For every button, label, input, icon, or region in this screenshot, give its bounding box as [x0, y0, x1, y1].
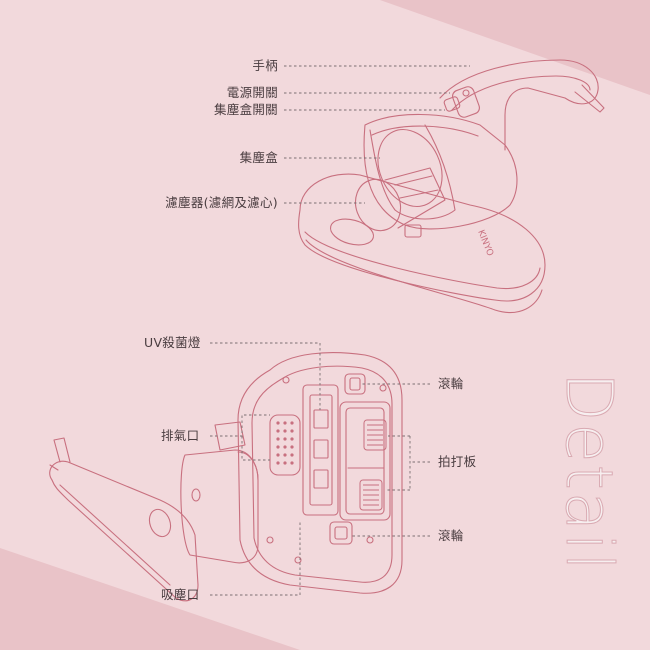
brand-logo-top: KINYO [475, 229, 495, 258]
label-exhaust: 排氣口 [161, 428, 200, 443]
bottom-left-band [0, 548, 300, 650]
top-right-band [380, 0, 650, 95]
label-beater-plate: 拍打板 [438, 454, 477, 469]
label-power-switch: 電源開關 [226, 85, 278, 100]
leader-lines [210, 65, 470, 596]
label-roller-top: 滾輪 [438, 376, 464, 391]
vacuum-bottom-view [49, 352, 403, 602]
label-roller-bottom: 滾輪 [438, 528, 464, 543]
detail-watermark: Detail [551, 372, 626, 574]
label-dust-box-switch: 集塵盒開關 [213, 102, 278, 117]
label-suction-inlet: 吸塵口 [161, 587, 200, 602]
label-uv-lamp: UV殺菌燈 [144, 335, 201, 350]
vacuum-top-view [298, 59, 605, 314]
label-filter: 濾塵器(濾網及濾心) [165, 195, 278, 210]
label-dust-box: 集塵盒 [239, 150, 278, 165]
exhaust-grille-holes [276, 421, 294, 465]
beater-pads [359, 419, 387, 511]
label-handle: 手柄 [252, 58, 278, 73]
